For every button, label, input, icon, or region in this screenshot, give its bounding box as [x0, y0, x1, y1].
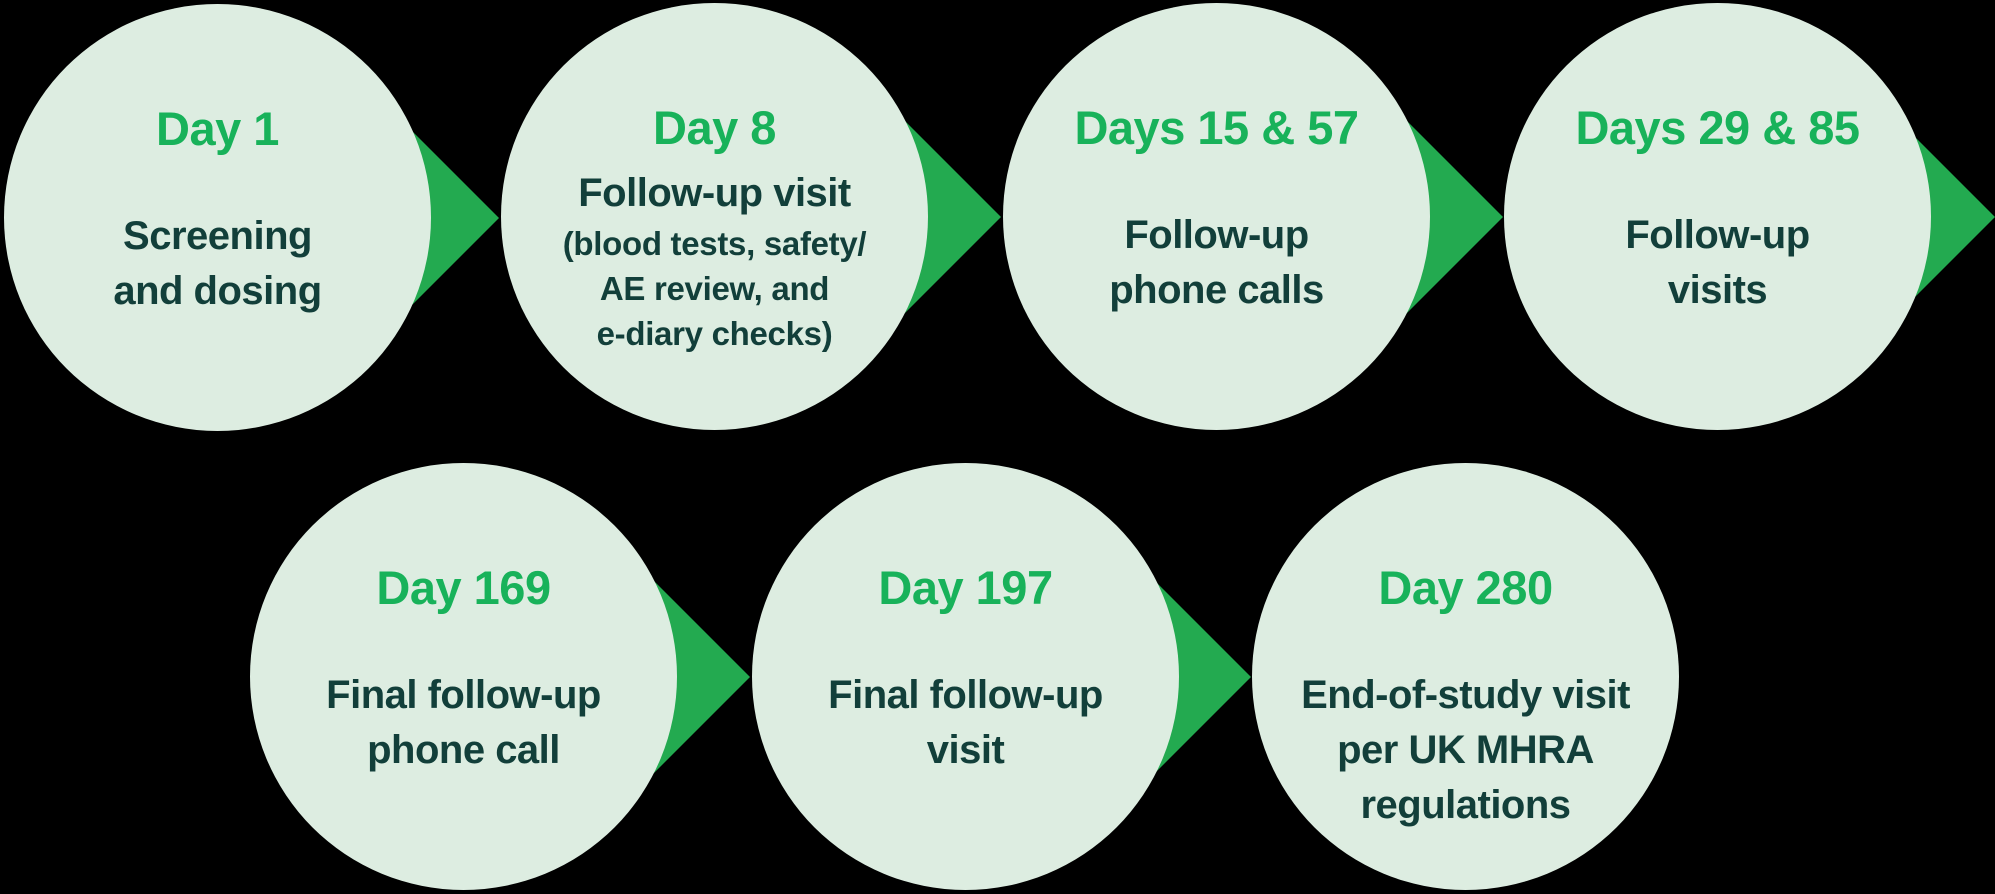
stage-circle-day-197: Day 197 Final follow-up visit	[752, 463, 1179, 890]
stage-circle-day-8: Day 8 Follow-up visit (blood tests, safe…	[501, 3, 928, 430]
stage-day-label: Days 15 & 57	[1074, 101, 1359, 154]
stage-description-line: Follow-up	[1124, 213, 1309, 257]
stage-description: Final follow-up phone call	[250, 668, 677, 778]
stage-day-label: Days 29 & 85	[1575, 101, 1860, 154]
stage-circle-days-29-85: Days 29 & 85 Follow-up visits	[1504, 3, 1931, 430]
stage-description-line: and dosing	[113, 269, 322, 313]
stage-description: Follow-up visits	[1504, 208, 1931, 318]
stage-description-line: visit	[926, 728, 1005, 772]
stage-day-label: Day 8	[653, 101, 776, 154]
stage-description-line: per UK MHRA	[1337, 728, 1594, 772]
stage-circle-day-169: Day 169 Final follow-up phone call	[250, 463, 677, 890]
stage-circle-days-15-57: Days 15 & 57 Follow-up phone calls	[1003, 3, 1430, 430]
stage-note: (blood tests, safety/ AE review, and e-d…	[501, 221, 928, 356]
stage-note-line: (blood tests, safety/	[562, 225, 867, 262]
stage-description-line: phone calls	[1109, 268, 1324, 312]
stage-description: End-of-study visit per UK MHRA regulatio…	[1252, 668, 1679, 833]
stage-description: Screening and dosing	[4, 209, 431, 319]
stage-day-label: Day 1	[156, 102, 279, 155]
stage-note-line: AE review, and	[599, 270, 830, 307]
stage-description-line: Follow-up	[1625, 213, 1810, 257]
stage-description: Final follow-up visit	[752, 668, 1179, 778]
stage-description-line: phone call	[367, 728, 560, 772]
stage-description-line: visits	[1667, 268, 1768, 312]
stage-description-line: regulations	[1360, 783, 1571, 827]
stage-day-label: Day 280	[1378, 561, 1553, 614]
stage-day-label: Day 169	[376, 561, 551, 614]
stage-circle-day-280: Day 280 End-of-study visit per UK MHRA r…	[1252, 463, 1679, 890]
stage-description-line: Final follow-up	[828, 673, 1103, 717]
stage-circle-day-1: Day 1 Screening and dosing	[4, 4, 431, 431]
stage-description-line: Follow-up visit	[578, 171, 851, 215]
stage-day-label: Day 197	[878, 561, 1053, 614]
stage-note-line: e-diary checks)	[596, 315, 833, 352]
stage-description-line: Final follow-up	[326, 673, 601, 717]
stage-description: Follow-up phone calls	[1003, 208, 1430, 318]
stage-description-line: Screening	[123, 214, 312, 258]
stage-description-line: End-of-study visit	[1301, 673, 1630, 717]
stage-description: Follow-up visit	[501, 166, 928, 221]
